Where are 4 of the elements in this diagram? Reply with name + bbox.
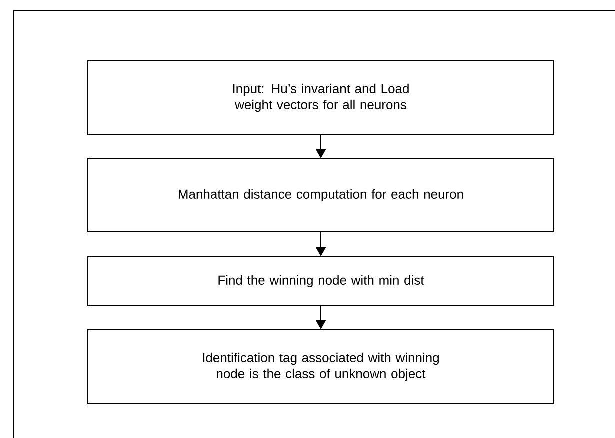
process-box: Manhattan distance computation for each neuron bbox=[88, 158, 554, 232]
process-box: Input: Hu’s invariant and Load weight vectors for all neurons bbox=[88, 60, 554, 136]
process-box: Identification tag associated with winning node is the class of unknown object bbox=[88, 330, 554, 404]
process-box: Find the winning node with min dist bbox=[88, 256, 554, 306]
